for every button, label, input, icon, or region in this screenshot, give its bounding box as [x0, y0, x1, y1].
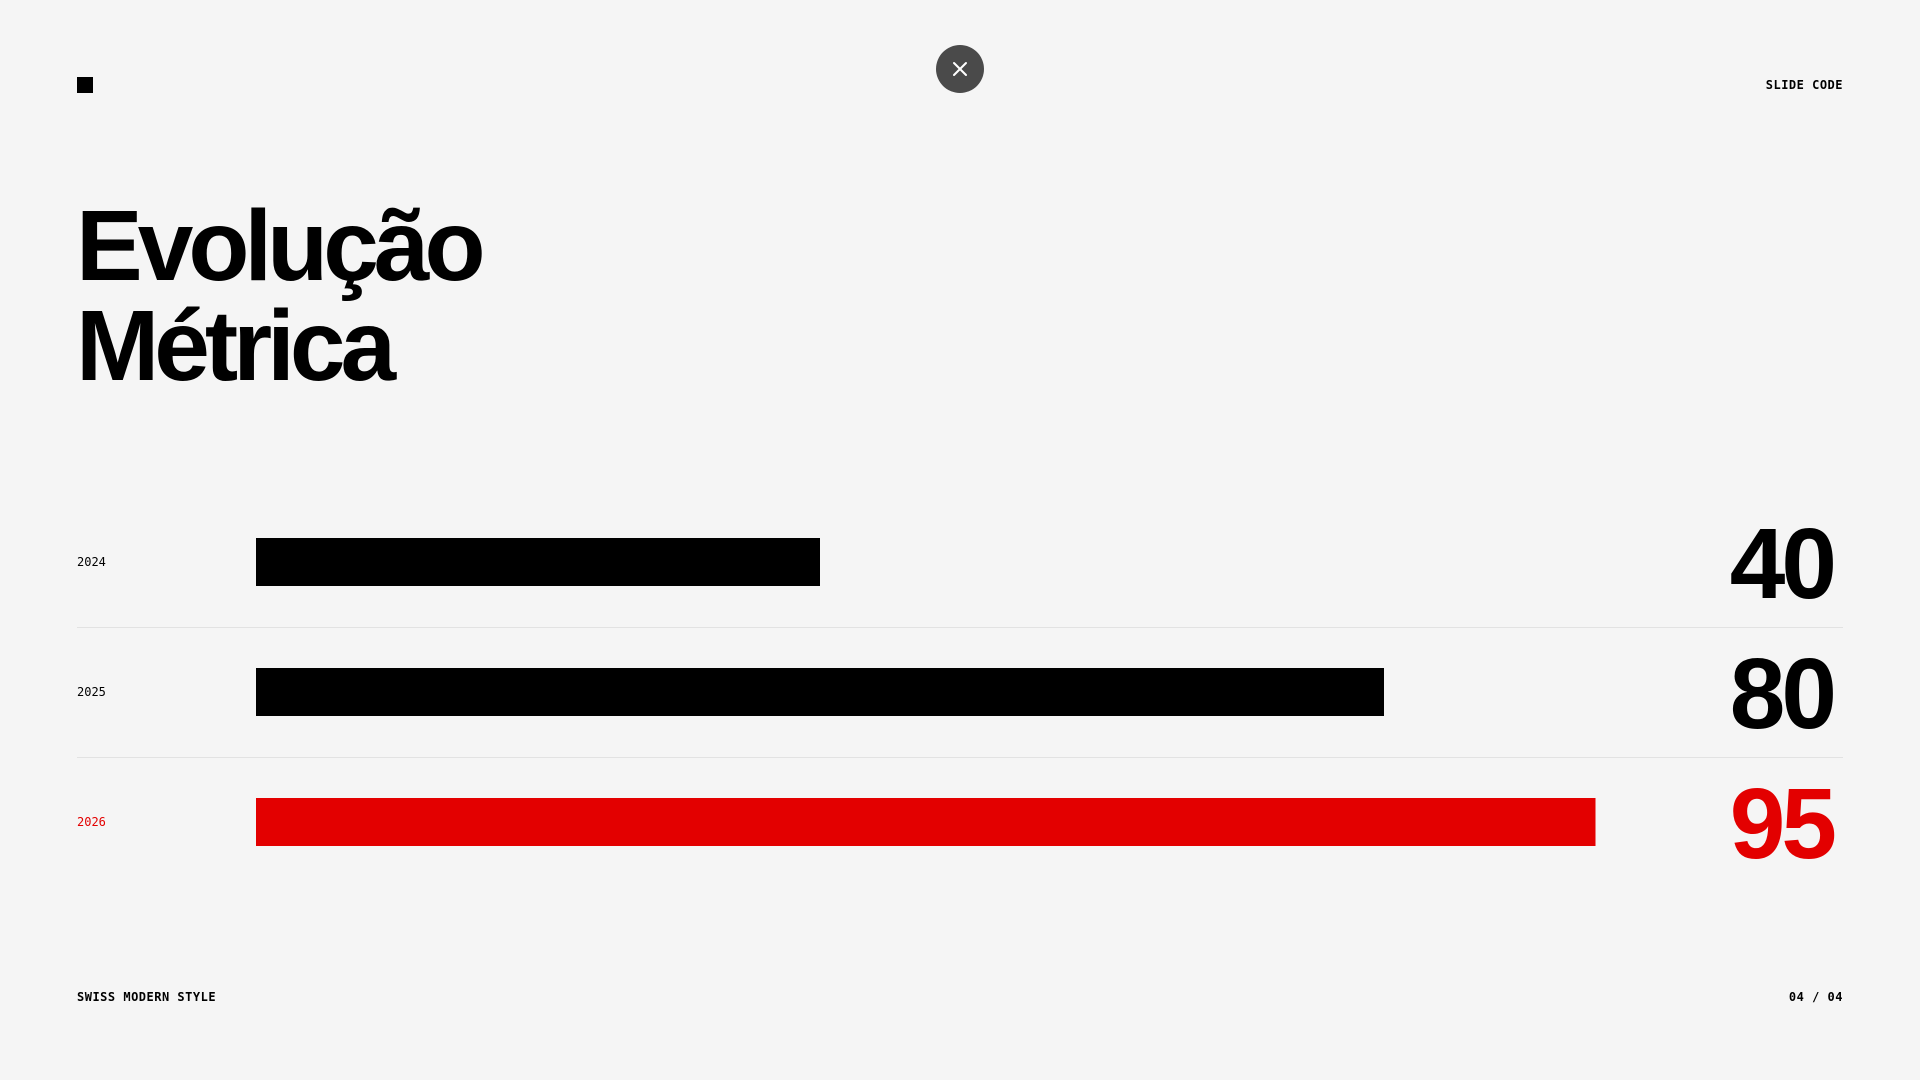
footer-style-label: SWISS MODERN STYLE — [77, 990, 217, 1004]
value-label-2024: 40 — [1730, 508, 1834, 620]
bar-2025 — [256, 668, 1384, 716]
page-title-line-1: Evolução — [76, 190, 486, 302]
close-icon — [953, 62, 967, 76]
category-label-2025: 2025 — [77, 685, 106, 699]
bar-chart: 2024 40 2025 80 2026 95 — [77, 497, 1843, 885]
slide-code-label: SLIDE CODE — [1765, 78, 1843, 92]
page-title-line-2: Métrica — [76, 290, 396, 402]
page-indicator: 04 / 04 — [1788, 990, 1843, 1004]
category-label-2024: 2024 — [77, 555, 106, 569]
category-label-2026: 2026 — [77, 815, 106, 829]
brand-square-icon — [77, 77, 93, 93]
value-label-2025: 80 — [1730, 638, 1834, 750]
bar-chart-svg: 2024 40 2025 80 2026 95 — [77, 508, 1843, 880]
bar-2026 — [256, 798, 1596, 846]
close-button[interactable] — [936, 45, 984, 93]
bar-2024 — [256, 538, 820, 586]
page-title: Evolução Métrica — [76, 190, 486, 402]
value-label-2026: 95 — [1730, 768, 1835, 880]
